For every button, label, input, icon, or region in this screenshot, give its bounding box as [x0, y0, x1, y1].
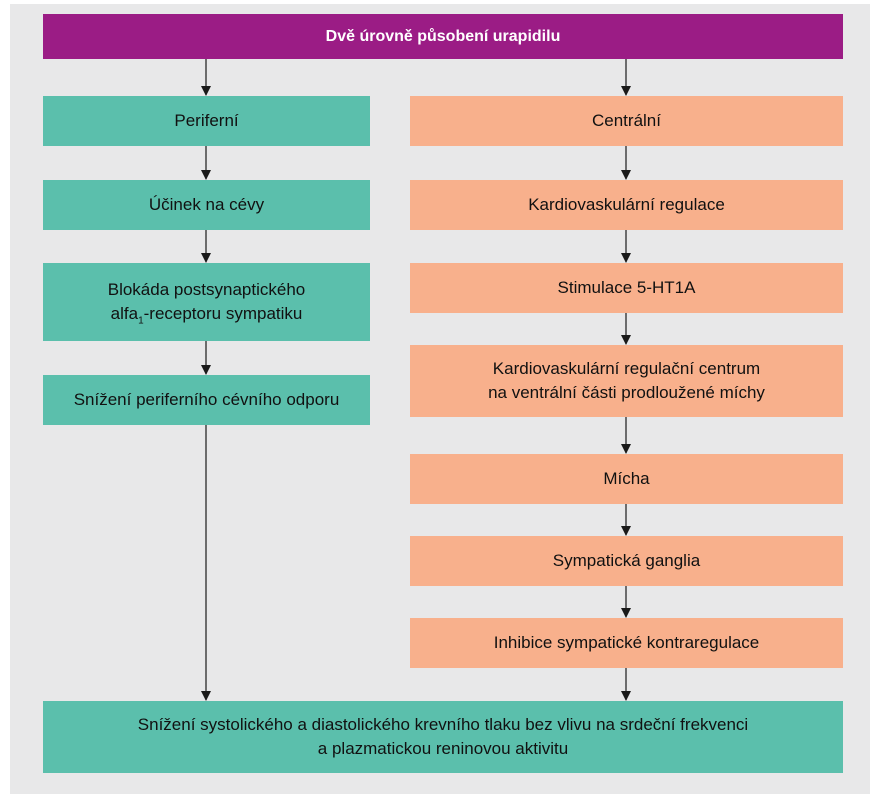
header-box: Dvě úrovně působení urapidilu: [43, 14, 843, 59]
regulation-center-line2: na ventrální části prodloužené míchy: [488, 383, 765, 402]
counterregulation-inhibition-box: Inhibice sympatické kontraregulace: [410, 618, 843, 668]
regulation-center-line1: Kardiovaskulární regulační centrum: [492, 359, 761, 378]
alpha1-subscript: 1: [138, 315, 144, 327]
cardiovascular-regulation-box: Kardiovaskulární regulace: [410, 180, 843, 230]
result-box: Snížení systolického a diastolického kre…: [43, 701, 843, 773]
regulation-center-label: Kardiovaskulární regulační centrum na ve…: [488, 357, 765, 405]
vessel-effect-label: Účinek na cévy: [148, 195, 265, 214]
cardiovascular-regulation-label: Kardiovaskulární regulace: [528, 195, 725, 214]
sympathetic-ganglia-label: Sympatická ganglia: [552, 551, 701, 570]
alpha1-blockade-line1: Blokáda postsynaptického: [107, 280, 306, 299]
ht1a-stimulation-label: Stimulace 5-HT1A: [557, 278, 696, 297]
spinal-cord-label: Mícha: [603, 469, 650, 488]
peripheral-box: Periferní: [43, 96, 370, 146]
spinal-cord-box: Mícha: [410, 454, 843, 504]
peripheral-resistance-box: Snížení periferního cévního odporu: [43, 375, 370, 425]
header-title: Dvě úrovně působení urapidilu: [325, 27, 561, 45]
central-label: Centrální: [592, 111, 661, 130]
counterregulation-inhibition-label: Inhibice sympatické kontraregulace: [493, 633, 760, 652]
result-line1: Snížení systolického a diastolického kre…: [137, 715, 749, 734]
central-box: Centrální: [410, 96, 843, 146]
alpha1-blockade-label: Blokáda postsynaptického alfa1-receptoru…: [108, 278, 306, 326]
peripheral-label: Periferní: [174, 111, 239, 130]
sympathetic-ganglia-box: Sympatická ganglia: [410, 536, 843, 586]
regulation-center-box: Kardiovaskulární regulační centrum na ve…: [410, 345, 843, 417]
alpha1-blockade-line2: alfa1-receptoru sympatiku: [108, 302, 306, 326]
vessel-effect-box: Účinek na cévy: [43, 180, 370, 230]
alpha1-prefix: alfa: [110, 304, 139, 323]
ht1a-stimulation-box: Stimulace 5-HT1A: [410, 263, 843, 313]
alpha1-suffix: -receptoru sympatiku: [143, 304, 303, 323]
result-label: Snížení systolického a diastolického kre…: [138, 713, 748, 761]
peripheral-resistance-label: Snížení periferního cévního odporu: [73, 390, 340, 409]
result-line2: a plazmatickou reninovou aktivitu: [317, 739, 569, 758]
alpha1-blockade-box: Blokáda postsynaptického alfa1-receptoru…: [43, 263, 370, 341]
